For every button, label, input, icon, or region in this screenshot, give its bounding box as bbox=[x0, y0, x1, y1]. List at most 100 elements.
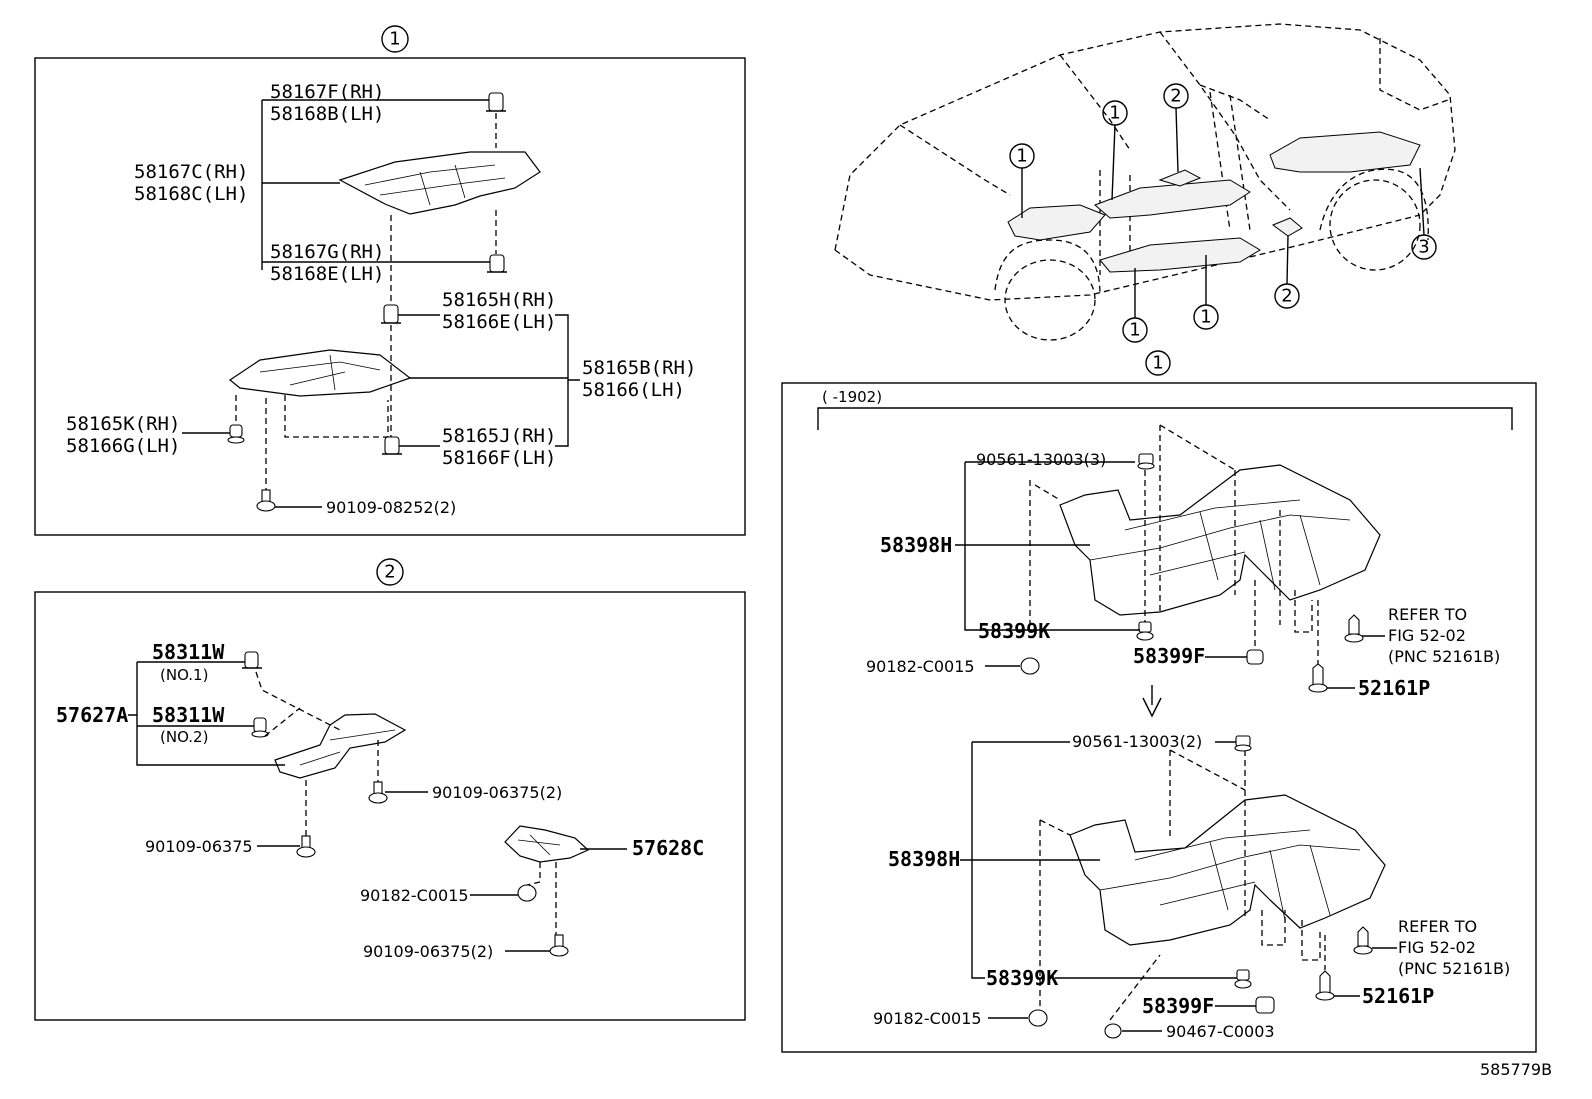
label-58167c: 58167C(RH) bbox=[134, 161, 248, 183]
section-3-bottom: 90561-13003(2) 58398H 58399K 58399F 9018… bbox=[873, 732, 1510, 1041]
label-58311w-1: 58311W bbox=[152, 640, 225, 664]
label-refer-bottom-3: (PNC 52161B) bbox=[1398, 959, 1510, 978]
nut-90561-bottom-icon bbox=[1234, 735, 1252, 752]
label-58166g: 58166G(LH) bbox=[66, 435, 180, 457]
nut-90182-bottom-icon bbox=[1028, 1009, 1048, 1027]
bolt-90109-08252-icon bbox=[256, 489, 276, 512]
cover-58167c bbox=[338, 151, 541, 215]
grommet-58399f-bottom-icon bbox=[1255, 996, 1275, 1014]
car-callout-1d: 1 bbox=[1193, 255, 1219, 330]
front-wheel bbox=[1004, 259, 1096, 341]
label-refer-bottom-1: REFER TO bbox=[1398, 917, 1477, 936]
section-1-marker bbox=[381, 25, 409, 53]
label-90182-top: 90182-C0015 bbox=[866, 657, 975, 676]
clip-58311w-no1-icon bbox=[242, 651, 262, 669]
car-illustration: 1 1 2 1 1 1 2 3 bbox=[834, 23, 1456, 376]
car-callout-3a: 1 bbox=[1145, 350, 1171, 376]
grommet-58399f-top-icon bbox=[1246, 649, 1264, 665]
section-2-marker-label: 2 bbox=[384, 562, 395, 583]
rear-wheel bbox=[1329, 179, 1421, 271]
clip-58165h-icon bbox=[381, 304, 401, 324]
section-3: ( -1902) 90561-13003(3) 58398H 58399K 58… bbox=[781, 382, 1537, 1053]
svg-text:3: 3 bbox=[1418, 237, 1429, 258]
nut-90182-top-icon bbox=[1020, 657, 1040, 675]
arrow-down-icon bbox=[1142, 685, 1162, 718]
label-58165k: 58165K(RH) bbox=[66, 413, 180, 435]
clip-refer-top-icon bbox=[1344, 614, 1364, 643]
clip-52161p-top-icon bbox=[1308, 663, 1328, 693]
label-58168e: 58168E(LH) bbox=[270, 263, 384, 285]
clip-58165j-icon bbox=[382, 436, 402, 455]
label-90561-bottom: 90561-13003(2) bbox=[1072, 732, 1202, 751]
label-57627a: 57627A bbox=[56, 703, 128, 727]
cover-57628c bbox=[504, 825, 590, 863]
clip-refer-bottom-icon bbox=[1353, 926, 1373, 955]
nut-90561-top-icon bbox=[1137, 453, 1155, 470]
label-refer-bottom-2: FIG 52-02 bbox=[1398, 938, 1476, 957]
svg-text:1: 1 bbox=[1200, 307, 1211, 328]
undercover-58398h-top bbox=[1059, 464, 1381, 616]
nut-90182-c0015-icon bbox=[517, 884, 537, 902]
label-refer-top-1: REFER TO bbox=[1388, 605, 1467, 624]
label-52161p-bottom: 52161P bbox=[1362, 984, 1434, 1008]
label-58311w-2: 58311W bbox=[152, 703, 225, 727]
label-58165j: 58165J(RH) bbox=[442, 425, 556, 447]
label-58399f-top: 58399F bbox=[1133, 644, 1205, 668]
label-90182-bottom: 90182-C0015 bbox=[873, 1009, 982, 1028]
car-cover-mid-lower bbox=[1099, 237, 1261, 273]
nut-58399k-top-icon bbox=[1136, 621, 1154, 641]
label-57628c: 57628C bbox=[632, 836, 704, 860]
label-58167f: 58167F(RH) bbox=[270, 81, 384, 103]
label-90561-top: 90561-13003(3) bbox=[976, 450, 1106, 469]
car-callout-1c: 1 bbox=[1122, 268, 1148, 343]
label-58399f-bottom: 58399F bbox=[1142, 994, 1214, 1018]
label-90109-06375: 90109-06375 bbox=[145, 837, 253, 856]
label-58398h-bottom: 58398H bbox=[888, 847, 960, 871]
label-refer-top-2: FIG 52-02 bbox=[1388, 626, 1466, 645]
clip-58167f-icon bbox=[486, 92, 506, 112]
car-body-outline bbox=[834, 23, 1456, 251]
label-58399k-top: 58399K bbox=[978, 619, 1050, 643]
section-2-marker bbox=[376, 558, 404, 586]
clip-58167g-icon bbox=[487, 254, 507, 273]
section-1-frame bbox=[34, 57, 746, 536]
svg-text:2: 2 bbox=[1281, 286, 1292, 307]
car-callout-2a: 2 bbox=[1163, 83, 1189, 173]
label-58165h: 58165H(RH) bbox=[442, 289, 556, 311]
cover-57627a bbox=[274, 713, 407, 779]
label-no2: (NO.2) bbox=[160, 728, 208, 746]
section-1: 1 58167F(RH) 58168B(LH) 58167C(RH) 58168… bbox=[34, 25, 746, 536]
cover-58165b bbox=[228, 349, 412, 397]
clip-58165k-icon bbox=[227, 424, 245, 444]
nut-90467-bottom-icon bbox=[1104, 1023, 1122, 1039]
label-58168b: 58168B(LH) bbox=[270, 103, 384, 125]
car-callout-3b: 3 bbox=[1411, 167, 1437, 260]
label-90109-06375-2b: 90109-06375(2) bbox=[363, 942, 493, 961]
label-58165b: 58165B(RH) bbox=[582, 357, 696, 379]
label-52161p-top: 52161P bbox=[1358, 676, 1430, 700]
label-58166: 58166(LH) bbox=[582, 379, 685, 401]
label-90182-c0015: 90182-C0015 bbox=[360, 886, 469, 905]
section-2: 2 58311W (NO.1) 57627A 58311W (NO.2) 901… bbox=[34, 558, 746, 1021]
section-1-marker-label: 1 bbox=[389, 29, 400, 50]
clip-58311w-no2-icon bbox=[251, 717, 269, 738]
label-58398h-top: 58398H bbox=[880, 533, 952, 557]
label-refer-top-3: (PNC 52161B) bbox=[1388, 647, 1500, 666]
section-2-frame bbox=[34, 591, 746, 1021]
label-58166f: 58166F(LH) bbox=[442, 447, 556, 469]
bolt-90109-06375-2a-icon bbox=[368, 781, 388, 804]
svg-text:1: 1 bbox=[1016, 146, 1027, 167]
label-90109-06375-2a: 90109-06375(2) bbox=[432, 783, 562, 802]
car-callout-1b: 1 bbox=[1102, 100, 1128, 201]
nut-58399k-bottom-icon bbox=[1234, 969, 1252, 989]
svg-text:1: 1 bbox=[1129, 320, 1140, 341]
section-3-top: 90561-13003(3) 58398H 58399K 58399F 9018… bbox=[866, 424, 1500, 718]
svg-text:2: 2 bbox=[1170, 86, 1181, 107]
svg-text:1: 1 bbox=[1109, 103, 1120, 124]
label-no1: (NO.1) bbox=[160, 666, 208, 684]
label-58167g: 58167G(RH) bbox=[270, 241, 384, 263]
svg-text:1: 1 bbox=[1152, 353, 1163, 374]
car-cover-mid-upper bbox=[1094, 179, 1251, 219]
date-range-bracket bbox=[817, 407, 1513, 430]
section-3-frame bbox=[781, 382, 1537, 1053]
